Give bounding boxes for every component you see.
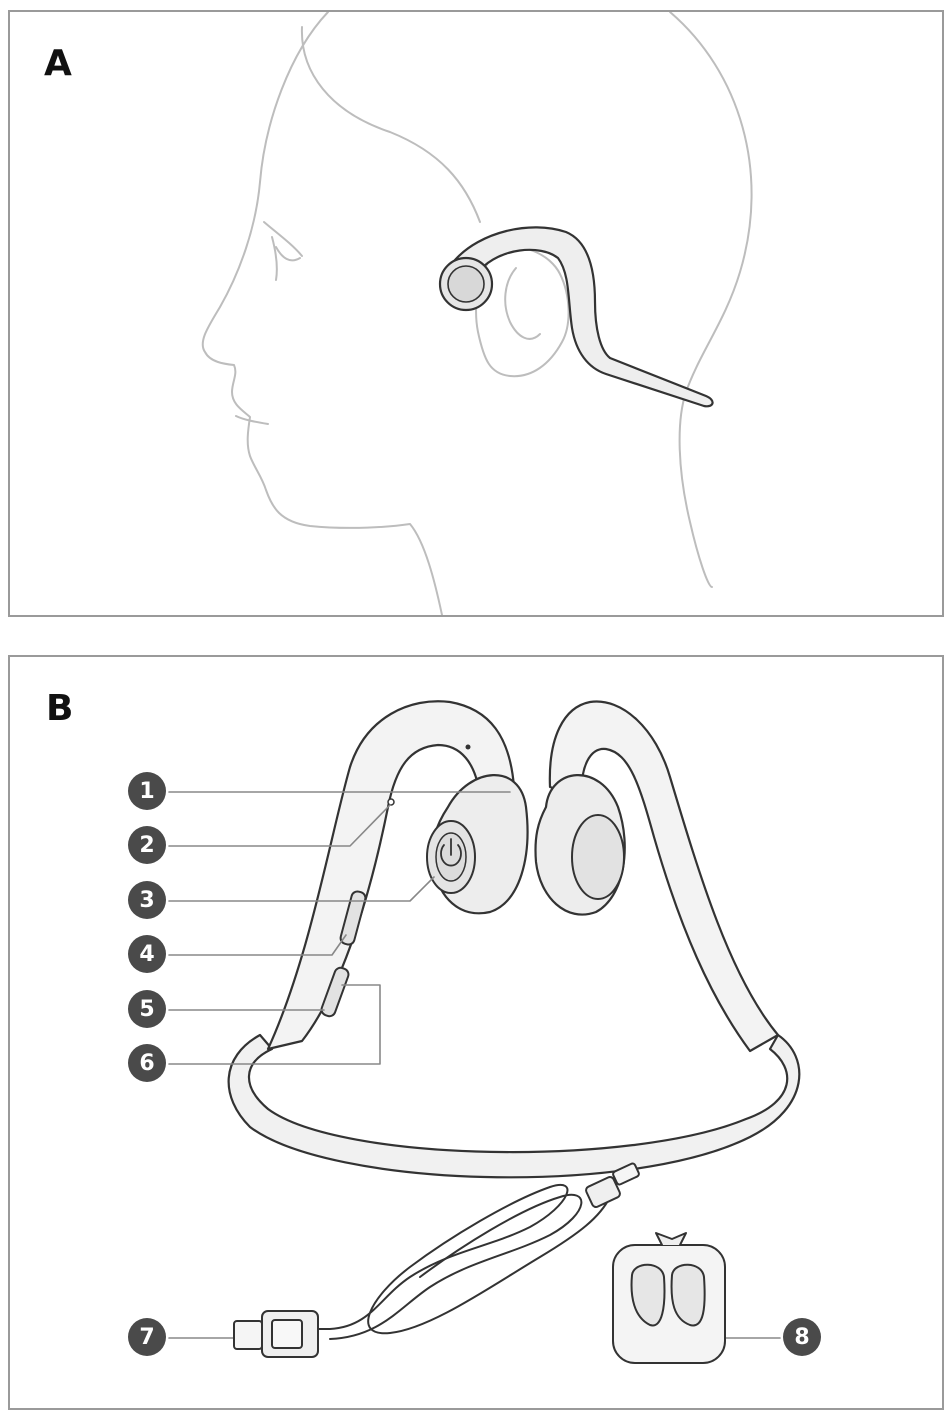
left-earpiece (427, 775, 528, 913)
callout-2: 2 (128, 826, 166, 864)
microphone-hole (388, 799, 394, 805)
earplug-case (613, 1233, 725, 1363)
neckband (229, 1035, 800, 1177)
panel-a-wearing-illustration: A (8, 10, 944, 617)
callout-4: 4 (128, 935, 166, 973)
callout-6: 6 (128, 1044, 166, 1082)
headset-parts-illustration (10, 657, 942, 1408)
callout-5: 5 (128, 990, 166, 1028)
callout-8: 8 (783, 1318, 821, 1356)
right-earpiece (535, 775, 624, 914)
callout-3: 3 (128, 881, 166, 919)
head-outline (203, 12, 752, 615)
head-profile-illustration (10, 12, 942, 615)
panel-b-parts-illustration: B (8, 655, 944, 1410)
callout-7: 7 (128, 1318, 166, 1356)
headset-side-view (440, 227, 713, 406)
callout-1: 1 (128, 772, 166, 810)
usb-cable (234, 1163, 640, 1357)
